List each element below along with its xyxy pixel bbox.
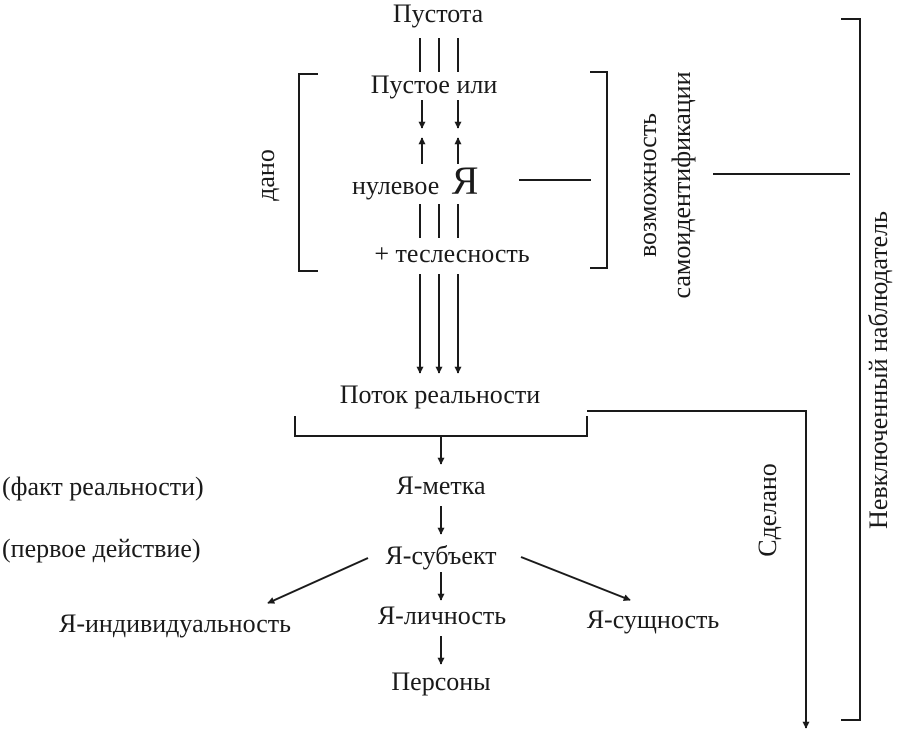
node-ya-subject: Я-субъект	[385, 541, 496, 570]
bracket-given	[298, 73, 318, 272]
node-ya-individuality: Я-индивидуальность	[59, 609, 291, 638]
node-personas: Персоны	[391, 667, 490, 696]
bracket-possibility	[590, 71, 608, 269]
arrow-subject-to-essence	[520, 556, 631, 601]
node-corporeality: + теслесность	[374, 239, 529, 268]
label-possibility-line1: возможность	[633, 113, 662, 257]
bracket-reality-flow	[294, 416, 588, 437]
node-reality-flow: Поток реальности	[340, 380, 541, 409]
connector-zero-to-corporeality	[419, 204, 459, 238]
node-ya-mark: Я-метка	[396, 471, 486, 500]
node-empty-or: Пустое или	[371, 70, 498, 99]
node-zero-prefix: нулевое	[352, 171, 439, 200]
connector-void-to-empty	[419, 38, 459, 72]
node-void: Пустота	[393, 0, 484, 28]
node-zero-self: нулевое Я	[352, 158, 478, 203]
node-zero-ya: Я	[452, 158, 479, 203]
label-observer: Невключенный наблюдатель	[864, 211, 893, 529]
node-ya-personality: Я-личность	[378, 601, 506, 630]
label-done: Сделано	[753, 463, 782, 557]
bracket-observer	[841, 18, 861, 721]
annotation-fact-of-reality: (факт реальности)	[2, 472, 204, 501]
arrow-done	[587, 410, 810, 729]
annotation-first-action: (первое действие)	[2, 534, 201, 563]
arrow-subject-to-individuality	[267, 557, 369, 604]
node-ya-essence: Я-сущность	[587, 605, 720, 634]
label-given: дано	[251, 149, 280, 201]
label-possibility-line2: самоидентификации	[667, 71, 696, 298]
